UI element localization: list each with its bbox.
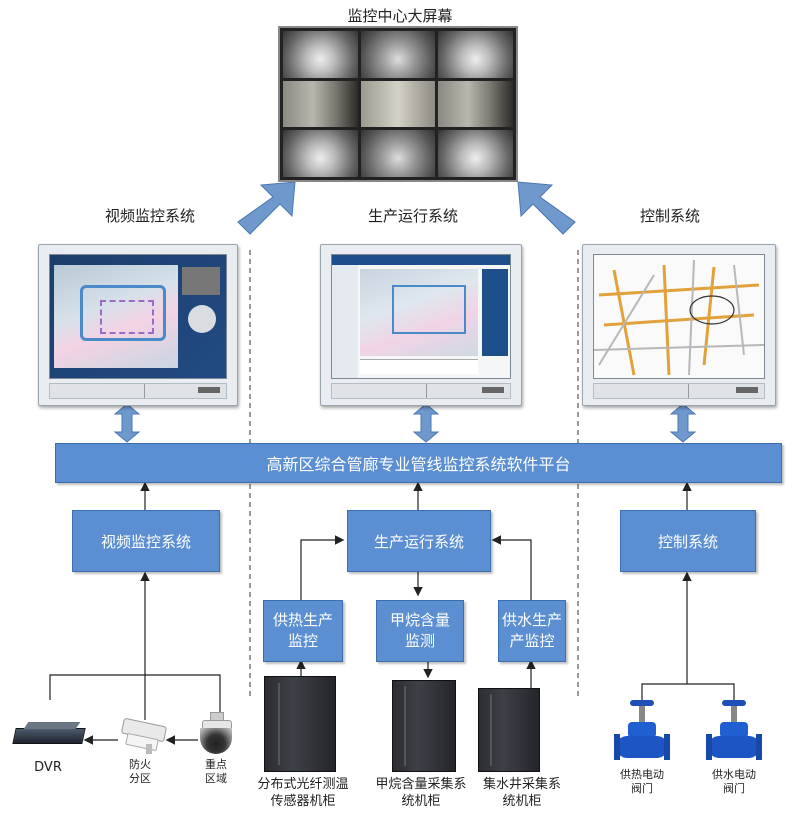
client-production-label: 生产运行系统 xyxy=(367,207,458,225)
fiber-cabinet-label: 分布式光纤测温 传感器机柜 xyxy=(248,776,358,810)
wall-tile xyxy=(360,31,436,78)
water-valve-label: 供水电动 阀门 xyxy=(704,768,764,796)
methane-monitoring-line2: 监测 xyxy=(404,632,435,650)
server-cabinet-icon-fiber xyxy=(264,676,336,772)
video-wall-title: 监控中心大屏幕 xyxy=(347,7,453,25)
fiber-cabinet-line2: 传感器机柜 xyxy=(270,794,336,809)
client-video-label: 视频监控系统 xyxy=(104,207,195,225)
wall-tile xyxy=(360,80,436,128)
water-monitoring-line2: 产监控 xyxy=(509,632,555,650)
up-arrow-right xyxy=(517,181,576,235)
wall-tile xyxy=(438,31,513,78)
water-monitoring-line1: 供水生产 xyxy=(501,611,562,629)
methane-cabinet-label: 甲烷含量采集系 统机柜 xyxy=(368,776,474,810)
double-arrow-production xyxy=(412,403,440,443)
water-valve-line1: 供水电动 xyxy=(712,768,756,781)
valve-icon-heat xyxy=(614,700,670,764)
methane-monitoring-line1: 甲烷含量 xyxy=(389,611,450,629)
subsystem-production-box: 生产运行系统 xyxy=(347,510,491,572)
valve-icon-water xyxy=(706,700,762,764)
heat-valve-line1: 供热电动 xyxy=(620,768,664,781)
key-area-label: 重点 区域 xyxy=(196,758,236,786)
wall-tile xyxy=(438,130,513,177)
heat-monitoring-box: 供热生产 监控 xyxy=(263,600,343,662)
key-area-line2: 区域 xyxy=(205,772,227,785)
heat-monitoring-line1: 供热生产 xyxy=(272,611,333,629)
client-control-label: 控制系统 xyxy=(639,207,700,225)
wall-tile xyxy=(283,80,358,128)
double-arrow-control xyxy=(669,403,697,443)
video-wall xyxy=(278,26,518,182)
subsystem-control-label: 控制系统 xyxy=(657,532,718,551)
water-valve-line2: 阀门 xyxy=(723,782,745,795)
subsystem-video-label: 视频监控系统 xyxy=(100,532,191,551)
platform-label: 高新区综合管廊专业管线监控系统软件平台 xyxy=(266,455,571,474)
double-arrow-video xyxy=(113,403,141,443)
wall-tile xyxy=(360,130,436,177)
wall-tile xyxy=(438,80,513,128)
fire-zone-line2: 分区 xyxy=(129,772,151,785)
monitor-icon-control xyxy=(582,244,776,406)
monitor-icon-production xyxy=(320,244,522,406)
platform-bar: 高新区综合管廊专业管线监控系统软件平台 xyxy=(55,443,782,483)
heat-monitoring-line2: 监控 xyxy=(287,632,318,650)
subsystem-production-label: 生产运行系统 xyxy=(373,532,464,551)
sump-cabinet-line1: 集水井采集系 xyxy=(482,777,561,792)
fire-zone-line1: 防火 xyxy=(129,758,151,771)
methane-monitoring-box: 甲烷含量 监测 xyxy=(376,600,464,662)
fire-zone-label: 防火 分区 xyxy=(120,758,160,786)
subsystem-video-box: 视频监控系统 xyxy=(72,510,220,572)
control-map xyxy=(594,259,764,376)
water-monitoring-box: 供水生产 产监控 xyxy=(498,600,566,662)
methane-cabinet-line2: 统机柜 xyxy=(401,794,441,809)
wall-tile xyxy=(283,130,358,177)
heat-valve-label: 供热电动 阀门 xyxy=(612,768,672,796)
dvr-label: DVR xyxy=(34,760,62,775)
subsystem-control-box: 控制系统 xyxy=(620,510,756,572)
monitor-icon-video xyxy=(38,244,238,406)
server-cabinet-icon-methane xyxy=(392,680,456,772)
heat-valve-line2: 阀门 xyxy=(631,782,653,795)
dvr-icon xyxy=(12,722,86,746)
sump-cabinet-line2: 统机柜 xyxy=(502,794,542,809)
fiber-cabinet-line1: 分布式光纤测温 xyxy=(257,777,349,792)
server-cabinet-icon-sump xyxy=(478,688,540,772)
dome-camera-icon xyxy=(196,712,236,756)
up-arrow-left xyxy=(237,181,296,235)
wall-tile xyxy=(283,31,358,78)
sump-cabinet-label: 集水井采集系 统机柜 xyxy=(474,776,570,810)
camera-icon xyxy=(118,717,168,754)
methane-cabinet-line1: 甲烷含量采集系 xyxy=(375,777,467,792)
key-area-line1: 重点 xyxy=(205,758,227,771)
